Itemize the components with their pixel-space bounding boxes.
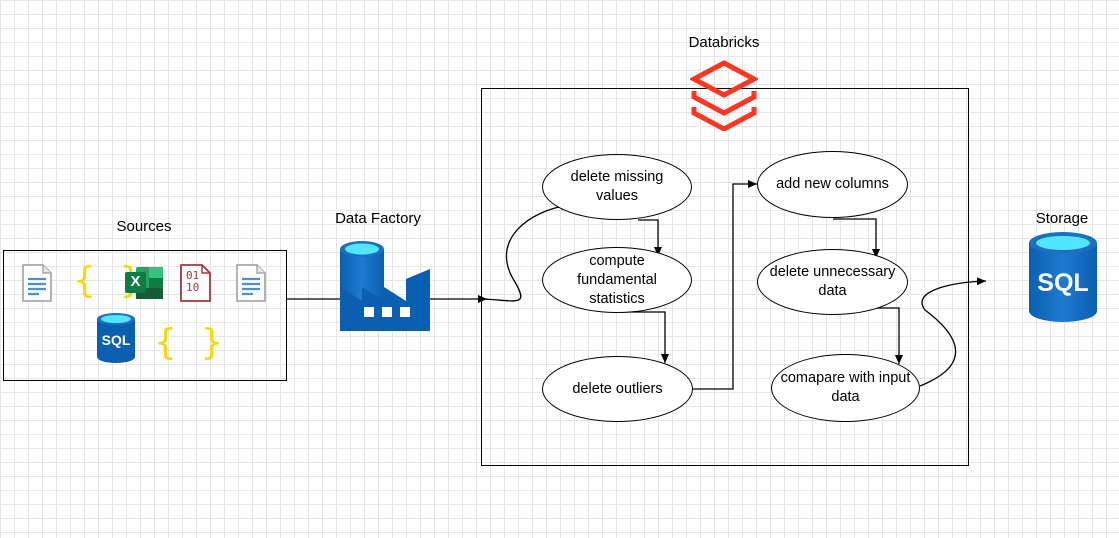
stats-to-outliers-edge xyxy=(621,311,669,363)
databricks-entry-edge xyxy=(480,202,571,302)
excel-letter: X xyxy=(130,273,141,290)
storage-label: Storage xyxy=(1035,210,1089,227)
binary-file-icon: 01 10 xyxy=(180,264,211,302)
node-compare-input-data[interactable]: comapare with input data xyxy=(771,354,920,422)
sources-container[interactable] xyxy=(3,250,287,381)
node-compute-statistics[interactable]: compute fundamental statistics xyxy=(542,247,692,313)
document-icon xyxy=(22,264,52,302)
node-label: delete unnecessary data xyxy=(769,264,896,299)
node-label: compute fundamental statistics xyxy=(577,252,657,307)
databricks-logo-icon xyxy=(690,60,758,131)
missing-to-stats-edge xyxy=(638,219,662,256)
sql-database-icon: SQL xyxy=(96,312,136,364)
node-label: comapare with input data xyxy=(780,370,911,405)
node-label: delete missing values xyxy=(570,169,664,204)
node-delete-outliers[interactable]: delete outliers xyxy=(542,356,693,422)
excel-icon: X xyxy=(124,266,164,300)
columns-to-unnecessary-edge xyxy=(833,218,880,258)
data-factory-label: Data Factory xyxy=(335,210,421,227)
binary-digits: 01 10 xyxy=(186,269,200,294)
document-icon xyxy=(236,264,266,302)
databricks-label: Databricks xyxy=(688,34,760,51)
compare-to-storage-edge xyxy=(919,277,987,387)
storage-sql-database-icon: SQL xyxy=(1028,231,1098,323)
sql-database-text: SQL xyxy=(101,332,131,348)
node-delete-missing-values[interactable]: delete missing values xyxy=(542,154,692,220)
storage-sql-text: SQL xyxy=(1037,269,1089,297)
data-factory-icon xyxy=(340,241,430,331)
node-label: delete outliers xyxy=(572,380,663,397)
sources-label: Sources xyxy=(116,218,172,235)
node-label: add new columns xyxy=(776,176,889,192)
node-delete-unnecessary-data[interactable]: delete unnecessary data xyxy=(757,249,908,315)
node-add-new-columns[interactable]: add new columns xyxy=(757,151,908,218)
outliers-to-columns-edge xyxy=(693,180,757,390)
json-braces-icon: { } xyxy=(154,322,230,363)
databricks-container[interactable] xyxy=(481,88,969,466)
